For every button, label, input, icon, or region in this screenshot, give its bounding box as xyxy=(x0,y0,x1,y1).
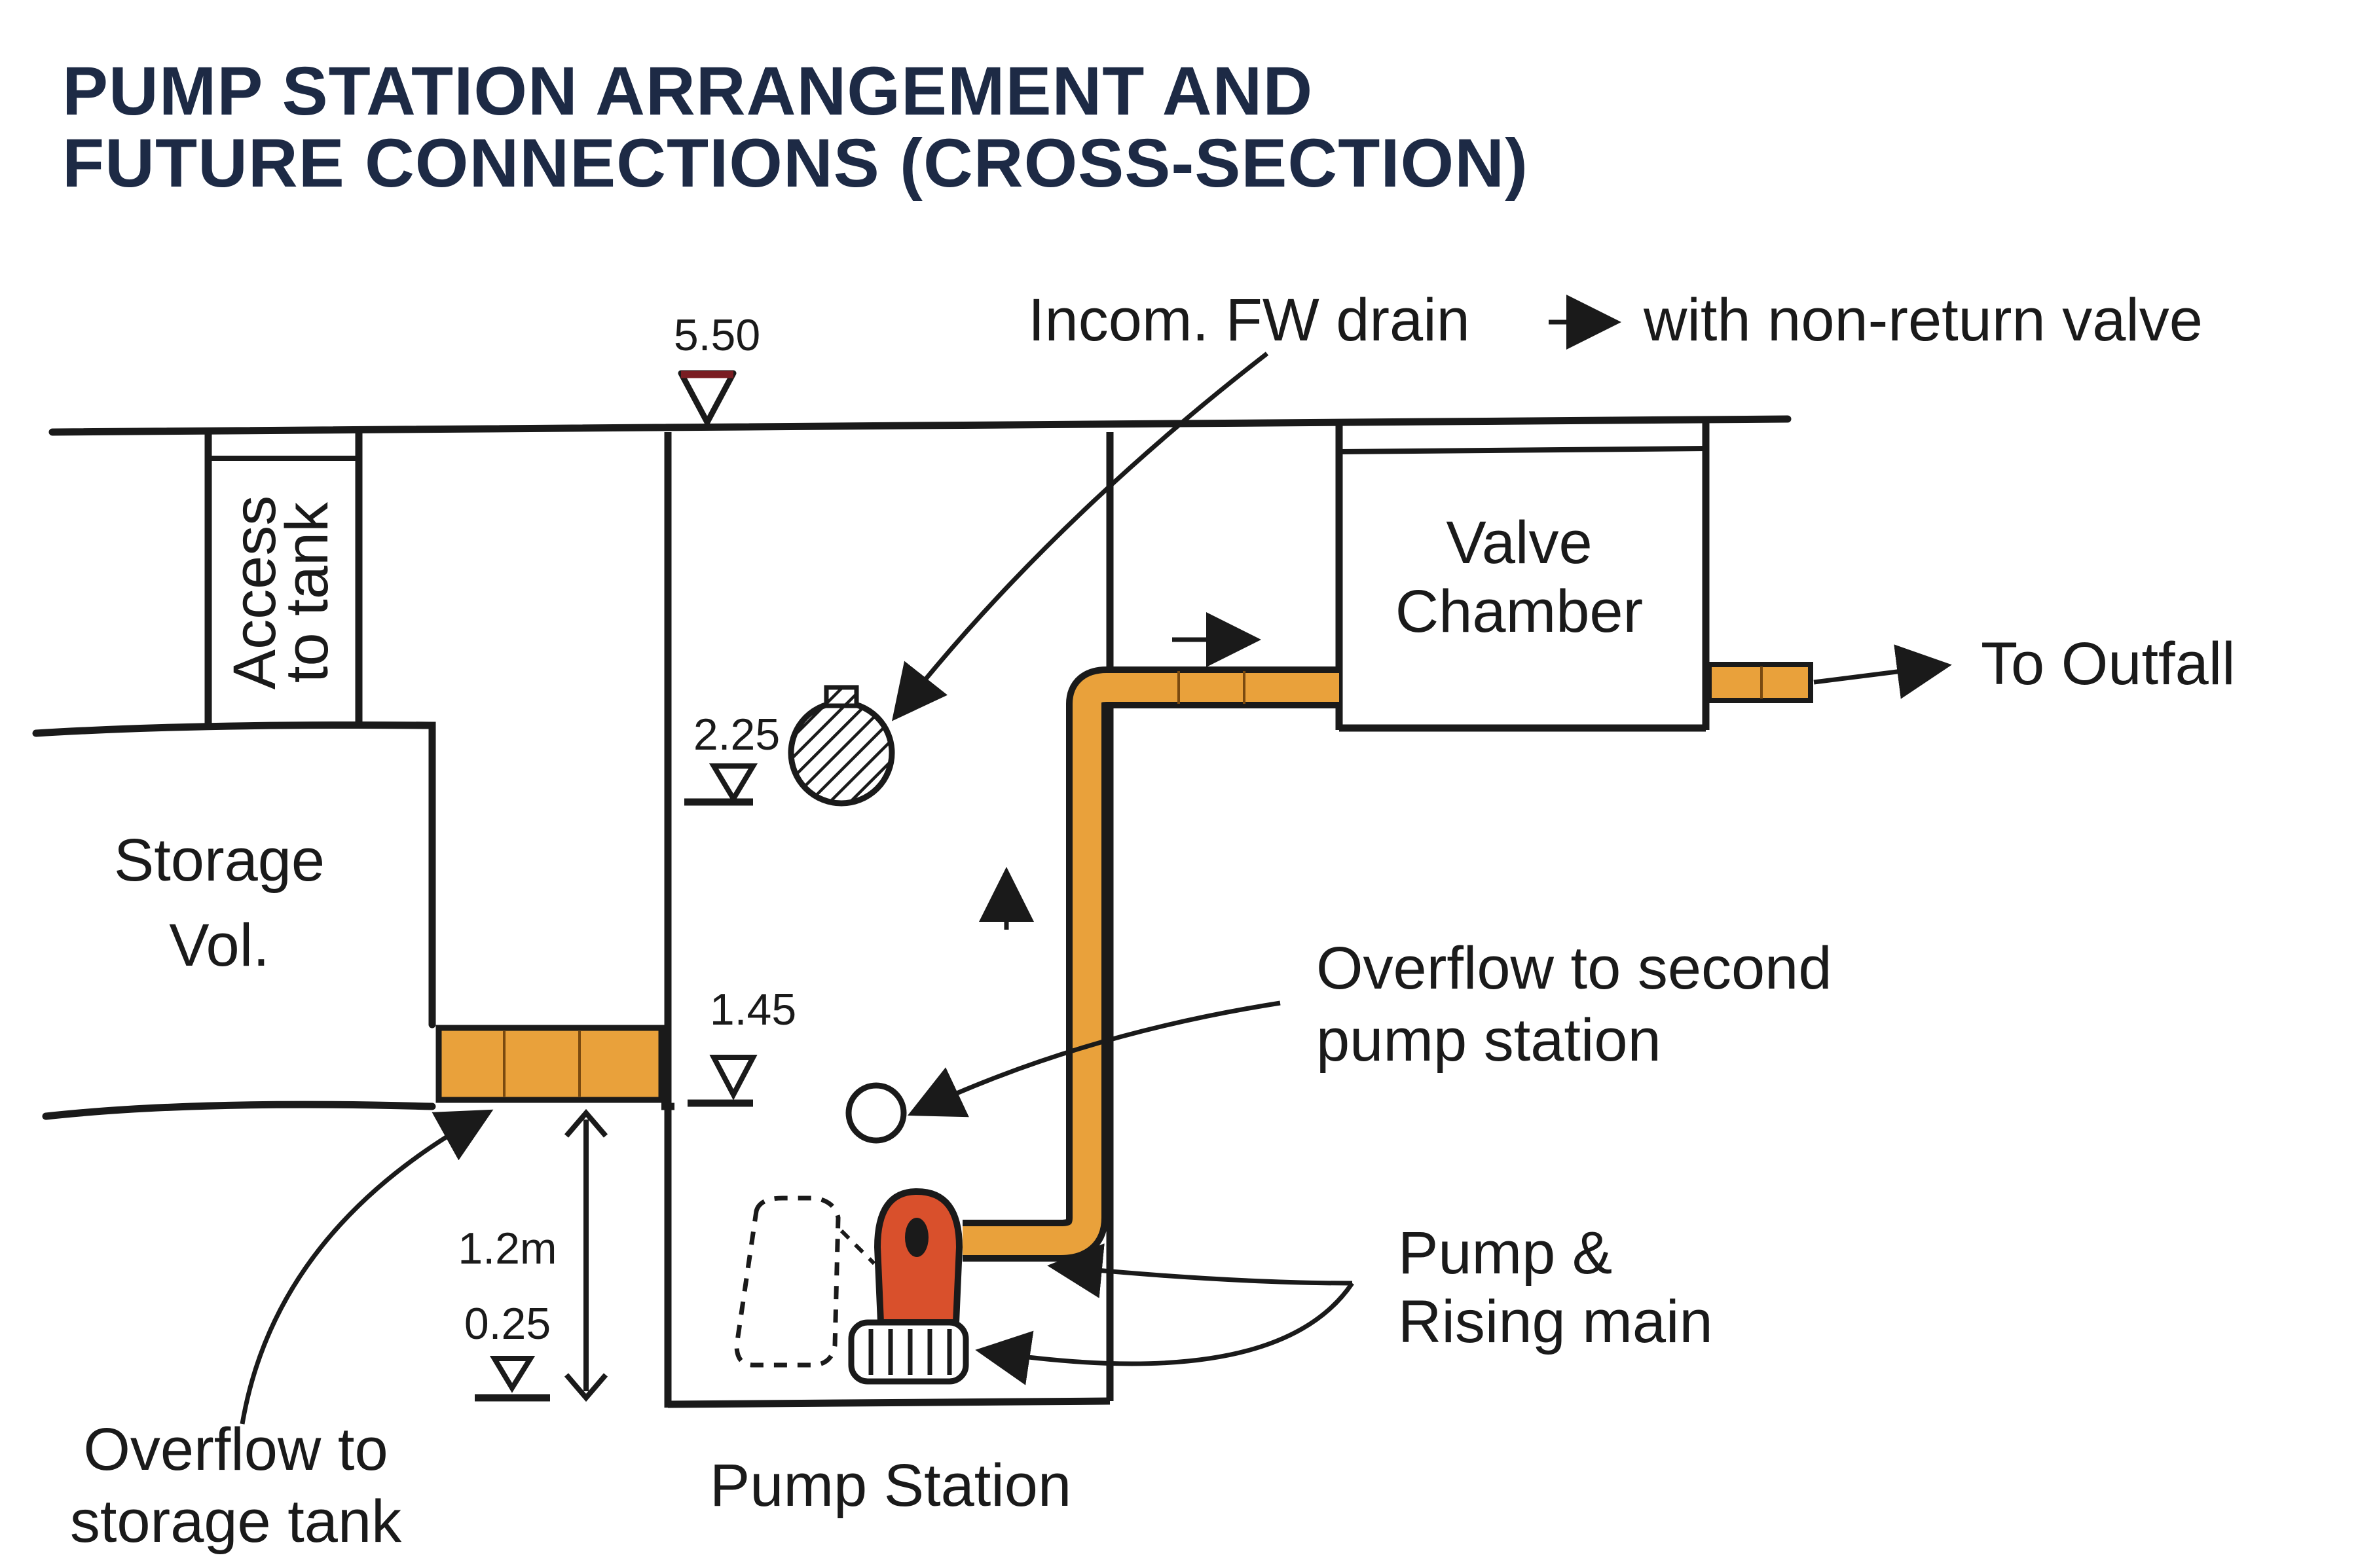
depth-dimension xyxy=(564,1108,608,1402)
outfall-arrow xyxy=(1813,644,1952,699)
duty-pump xyxy=(848,1188,969,1385)
non-return-valve-label: with non-return valve xyxy=(1643,287,2203,354)
ground-line xyxy=(48,415,1792,436)
valve-label-line1: Valve xyxy=(1446,509,1592,576)
overflow-storage-pipe xyxy=(435,1025,665,1103)
overflow-second-leader-arrow xyxy=(907,1000,1281,1118)
overflow-storage-label-line2: storage tank xyxy=(70,1488,402,1555)
drain-leader-arrow xyxy=(891,352,1269,721)
pump-label-line2: Rising main xyxy=(1398,1288,1713,1355)
page-title: PUMP STATION ARRANGEMENT AND xyxy=(62,53,1314,130)
level-label-ground: 5.50 xyxy=(674,310,760,360)
pump-leader-arrow-1 xyxy=(1047,1243,1353,1298)
level-label-base: 0.25 xyxy=(464,1299,551,1349)
incoming-drain-pipe xyxy=(788,685,895,807)
pump-station-label: Pump Station xyxy=(710,1452,1071,1519)
storage-tank xyxy=(32,721,436,1120)
standby-pump-link xyxy=(839,1229,876,1266)
access-shaft xyxy=(204,432,363,723)
overflow-storage-label-line1: Overflow to xyxy=(83,1416,388,1483)
to-outfall-label: To Outfall xyxy=(1981,630,2236,697)
storage-label-line1: Storage xyxy=(114,827,325,894)
overflow-second-label-line2: pump station xyxy=(1316,1007,1661,1074)
pump-station-chamber xyxy=(661,432,1114,1408)
level-marker-5-50 xyxy=(678,370,737,426)
level-label-overflow: 1.45 xyxy=(710,985,796,1034)
storage-label-line2: Vol. xyxy=(169,912,269,979)
valve-chamber xyxy=(1335,422,1710,732)
level-marker-1-45 xyxy=(688,1055,758,1107)
level-label-inlet: 2.25 xyxy=(693,710,780,759)
standby-pump-outline xyxy=(734,1195,841,1368)
incoming-drain-label: Incom. FW drain xyxy=(1028,287,1470,354)
access-label-line1: Access xyxy=(221,496,288,690)
outfall-pipe xyxy=(1706,662,1813,703)
level-marker-0-25 xyxy=(475,1356,550,1402)
overflow-second-label-line1: Overflow to second xyxy=(1316,935,1832,1002)
level-marker-2-25 xyxy=(684,763,758,806)
pump-leader-arrow-2 xyxy=(975,1282,1354,1385)
depth-label: 1.2m xyxy=(458,1224,557,1273)
access-label-line2: to tank xyxy=(274,501,341,683)
overflow-storage-leader-arrow xyxy=(240,1109,494,1425)
rising-main-pipe xyxy=(963,666,1339,1262)
pump-label-line1: Pump & xyxy=(1398,1220,1612,1286)
valve-label-line2: Chamber xyxy=(1395,578,1643,645)
overflow-outlet xyxy=(845,1082,907,1144)
page-subtitle: FUTURE CONNECTIONS (CROSS-SECTION) xyxy=(62,125,1528,202)
